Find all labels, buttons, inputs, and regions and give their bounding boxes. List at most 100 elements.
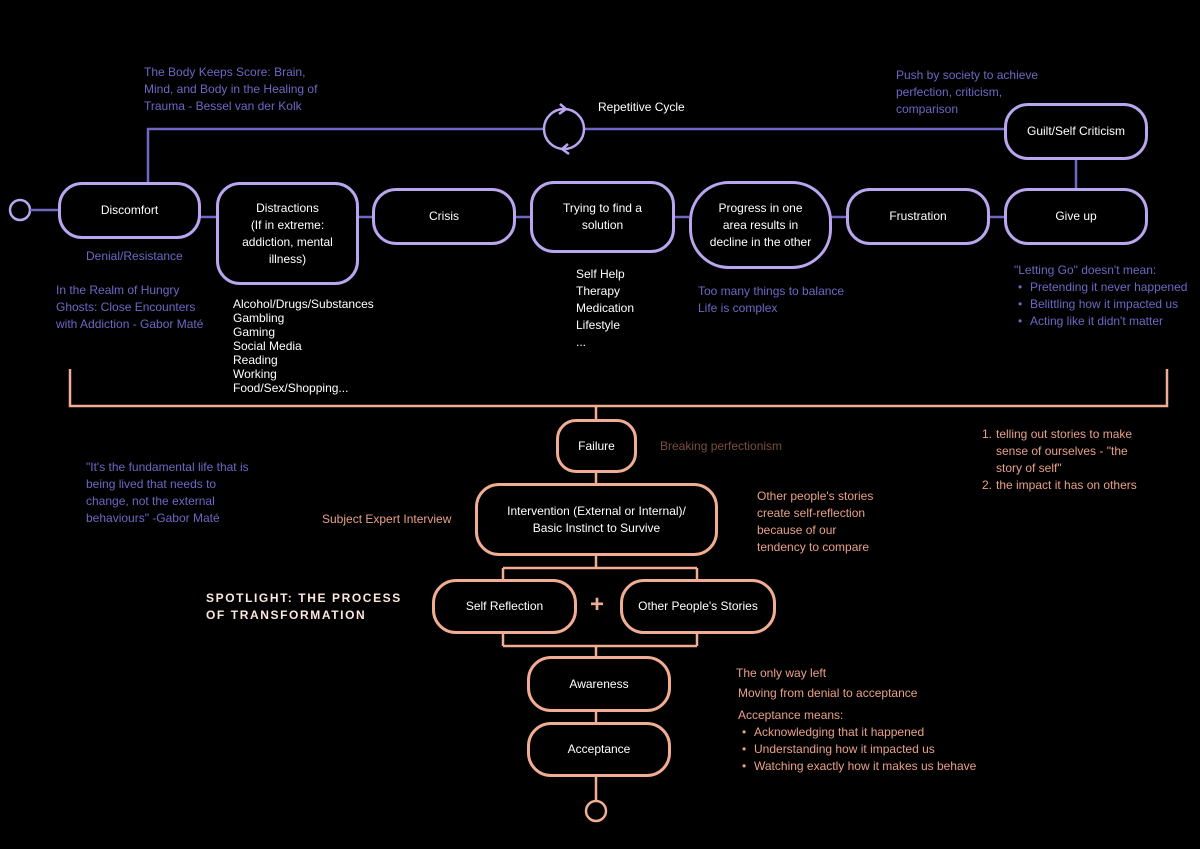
note-line: Trauma - Bessel van der Kolk bbox=[144, 99, 302, 113]
node-guilt: Guilt/Self Criticism bbox=[1004, 103, 1148, 160]
list-number: 1. bbox=[982, 427, 993, 441]
node-self-reflection-label: Self Reflection bbox=[465, 599, 544, 613]
list-item: Gaming bbox=[233, 325, 276, 339]
note-line: behaviours" -Gabor Maté bbox=[86, 511, 220, 525]
node-distractions-line: illness) bbox=[268, 251, 307, 266]
node-distractions-line: Distractions bbox=[256, 200, 319, 215]
list-line: story of self" bbox=[996, 461, 1062, 475]
node-intervention-line: Intervention (External or Internal)/ bbox=[507, 503, 686, 518]
list-number: 2. bbox=[982, 478, 993, 492]
list-item: Pretending it never happened bbox=[1014, 279, 1187, 296]
node-trying-solution: Trying to find a solution bbox=[530, 181, 675, 253]
node-other-stories-label: Other People's Stories bbox=[638, 599, 758, 613]
note-other-people: Other people's stories create self-refle… bbox=[757, 488, 873, 556]
node-intervention: Intervention (External or Internal)/ Bas… bbox=[475, 483, 718, 556]
list-item: Therapy bbox=[576, 284, 621, 298]
list-item: Gambling bbox=[233, 311, 285, 325]
note-line: The Body Keeps Score: Brain, bbox=[144, 65, 306, 79]
list-item: Food/Sex/Shopping... bbox=[233, 381, 349, 395]
note-line: tendency to compare bbox=[757, 540, 870, 554]
list-item: 1. telling out stories to make sense of … bbox=[982, 426, 1137, 477]
node-distractions-line: addiction, mental bbox=[242, 234, 333, 249]
note-title: Acceptance means: bbox=[738, 708, 844, 722]
node-intervention-line: Basic Instinct to Survive bbox=[532, 520, 661, 535]
list-line: the impact it has on others bbox=[996, 478, 1137, 492]
note-only-way: The only way left bbox=[736, 666, 827, 680]
list-distractions: Alcohol/Drugs/Substances Gambling Gaming… bbox=[233, 297, 374, 395]
list-item: Understanding how it impacted us bbox=[738, 741, 976, 758]
note-line: Mind, and Body in the Healing of bbox=[144, 82, 318, 96]
note-line: create self-reflection bbox=[757, 506, 866, 520]
node-progress: Progress in one area results in decline … bbox=[689, 181, 832, 269]
list-item: ... bbox=[576, 335, 587, 349]
list-item: Alcohol/Drugs/Substances bbox=[233, 297, 374, 311]
node-discomfort-label: Discomfort bbox=[100, 203, 159, 217]
note-line: with Addiction - Gabor Maté bbox=[56, 317, 204, 331]
note-hungry-ghosts: In the Realm of Hungry Ghosts: Close Enc… bbox=[56, 282, 203, 333]
node-discomfort: Discomfort bbox=[58, 182, 201, 239]
note-line: Push by society to achieve bbox=[896, 68, 1039, 82]
list-item: Lifestyle bbox=[576, 318, 621, 332]
list-item: Medication bbox=[576, 301, 635, 315]
node-progress-line: area results in bbox=[722, 217, 799, 232]
node-failure: Failure bbox=[556, 419, 637, 473]
note-line: perfection, criticism, bbox=[896, 85, 1003, 99]
note-push-by-society: Push by society to achieve perfection, c… bbox=[896, 67, 1038, 118]
note-line: "It's the fundamental life that is bbox=[86, 460, 249, 474]
list-item: Belittling how it impacted us bbox=[1014, 296, 1187, 313]
list-item: Acting like it didn't matter bbox=[1014, 313, 1187, 330]
node-trying-line: solution bbox=[581, 218, 624, 232]
note-line: being lived that needs to bbox=[86, 477, 217, 491]
node-distractions: Distractions (If in extreme: addiction, … bbox=[216, 182, 359, 285]
node-self-reflection: Self Reflection bbox=[432, 579, 577, 634]
note-line: change, not the external bbox=[86, 494, 215, 508]
node-trying-line: Trying to find a bbox=[563, 201, 642, 215]
spotlight-title: SPOTLIGHT: THE PROCESS OF TRANSFORMATION bbox=[206, 590, 402, 624]
note-subject-expert: Subject Expert Interview bbox=[322, 512, 452, 526]
node-awareness-label: Awareness bbox=[569, 676, 629, 691]
node-awareness: Awareness bbox=[527, 656, 671, 712]
plus-symbol: + bbox=[590, 591, 605, 618]
node-other-stories: Other People's Stories bbox=[620, 579, 776, 634]
node-progress-line: Progress in one bbox=[718, 200, 803, 215]
list-item: Reading bbox=[233, 353, 278, 367]
node-crisis: Crisis bbox=[372, 188, 516, 245]
note-line: In the Realm of Hungry bbox=[56, 283, 180, 297]
note-line: Life is complex bbox=[698, 301, 778, 315]
node-progress-line: decline in the other bbox=[709, 234, 812, 249]
note-line: because of our bbox=[757, 523, 837, 537]
node-failure-label: Failure bbox=[578, 438, 615, 453]
node-give-up: Give up bbox=[1004, 188, 1148, 245]
node-distractions-line: (If in extreme: bbox=[250, 217, 325, 232]
list-solutions: Self Help Therapy Medication Lifestyle .… bbox=[576, 266, 634, 351]
node-give-up-label: Give up bbox=[1055, 209, 1097, 223]
start-terminal bbox=[8, 198, 32, 222]
list-item: Acknowledging that it happened bbox=[738, 724, 976, 741]
list-line: telling out stories to make bbox=[996, 427, 1133, 441]
note-denial: Denial/Resistance bbox=[86, 249, 183, 263]
note-line: Ghosts: Close Encounters bbox=[56, 300, 196, 314]
note-balance: Too many things to balance Life is compl… bbox=[698, 283, 844, 317]
note-acceptance-means: Acceptance means: Acknowledging that it … bbox=[738, 707, 976, 775]
note-letting-go: "Letting Go" doesn't mean: Pretending it… bbox=[1014, 262, 1187, 330]
edge-cycle-loop bbox=[146, 127, 1004, 183]
note-gabor-quote: "It's the fundamental life that is being… bbox=[86, 459, 249, 527]
note-breaking-perfectionism: Breaking perfectionism bbox=[660, 439, 783, 453]
list-line: sense of ourselves - "the bbox=[996, 444, 1128, 458]
node-crisis-label: Crisis bbox=[429, 209, 459, 223]
bracket bbox=[68, 369, 1169, 408]
note-story-of-self: 1. telling out stories to make sense of … bbox=[982, 426, 1137, 494]
cycle-icon bbox=[542, 103, 586, 156]
note-body-keeps-score: The Body Keeps Score: Brain, Mind, and B… bbox=[144, 64, 317, 115]
list-item: 2. the impact it has on others bbox=[982, 477, 1137, 494]
node-frustration: Frustration bbox=[846, 188, 990, 245]
note-line: Too many things to balance bbox=[698, 284, 845, 298]
note-moving: Moving from denial to acceptance bbox=[738, 686, 918, 700]
title-line: SPOTLIGHT: THE PROCESS bbox=[206, 591, 402, 605]
title-line: OF TRANSFORMATION bbox=[206, 608, 367, 622]
label-repetitive-cycle: Repetitive Cycle bbox=[598, 100, 685, 114]
note-title: "Letting Go" doesn't mean: bbox=[1014, 263, 1157, 277]
list-item: Social Media bbox=[233, 339, 302, 353]
